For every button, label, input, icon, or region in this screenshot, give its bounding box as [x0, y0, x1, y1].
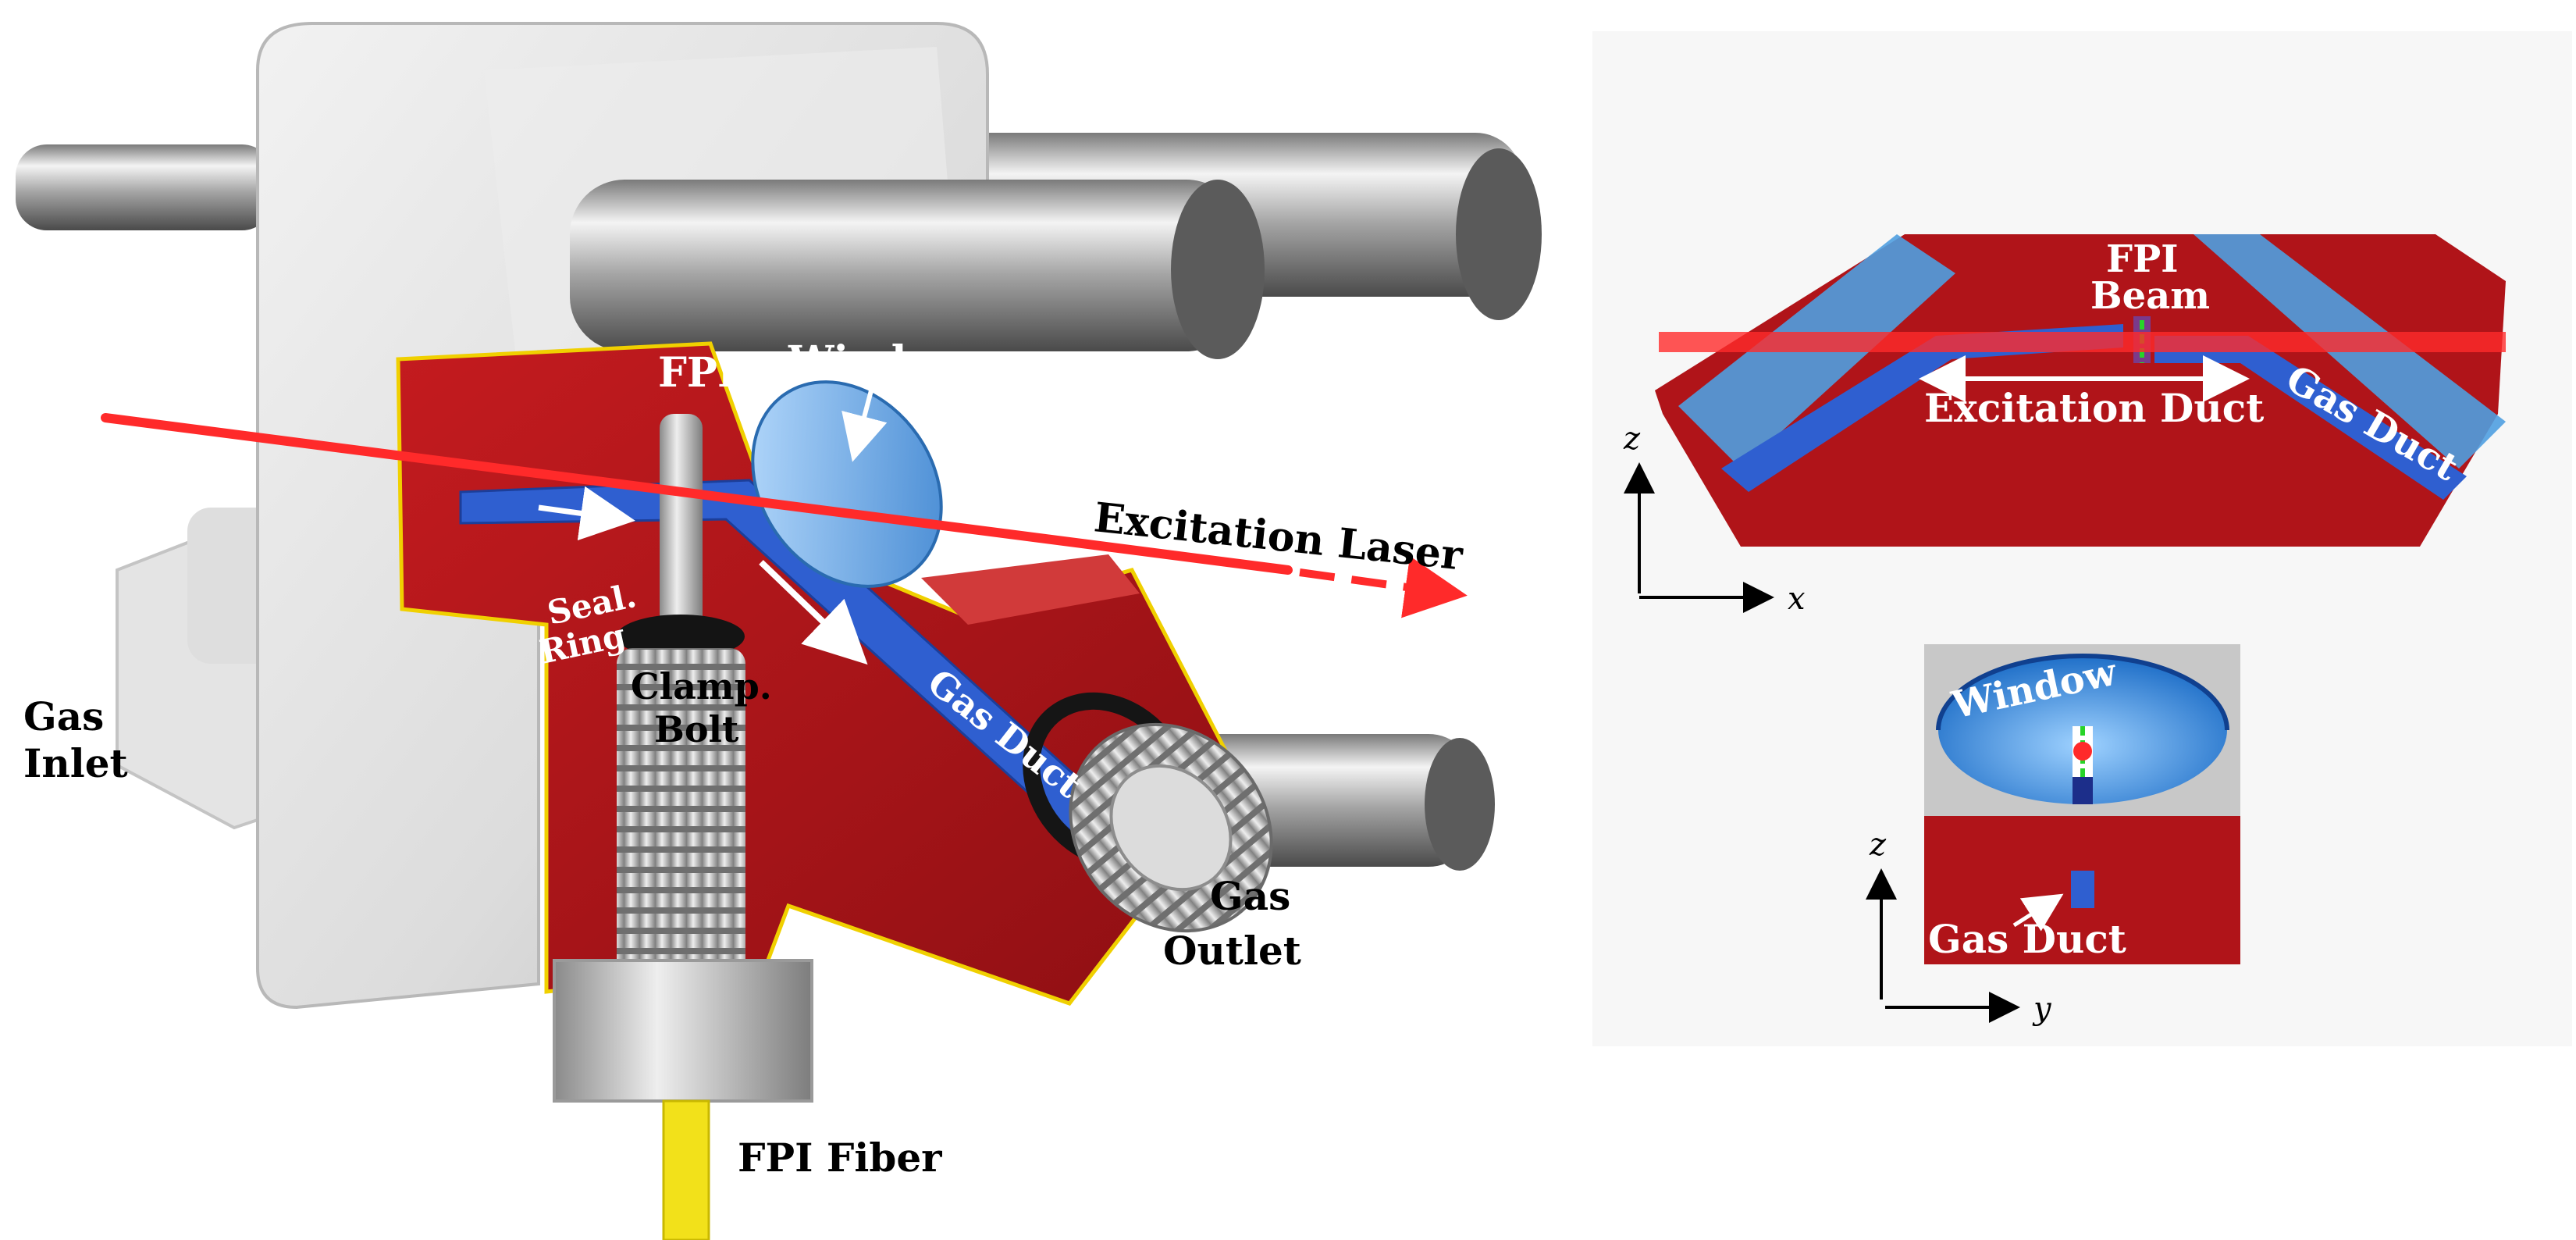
top-view-laser [1659, 332, 2506, 352]
label-gas-inlet-1: Gas [23, 693, 104, 739]
side-view-gas-duct [2071, 871, 2094, 908]
label-window: Window [788, 337, 970, 385]
clamp-bolt [617, 648, 745, 976]
label-clamp-bolt-1: Clamp. [631, 665, 772, 707]
side-view-window-rim [1936, 654, 2229, 731]
rod-back-left [16, 144, 273, 230]
label-gas-inlet-2: Inlet [23, 740, 128, 786]
hex-nut [553, 959, 813, 1103]
excitation-laser-beam [101, 413, 1293, 575]
bolt-seal-ring [617, 615, 745, 658]
rod-front-upper-end [1171, 180, 1265, 359]
rod-back-right-end [1456, 148, 1542, 320]
side-view-axis-z: z [1869, 827, 1887, 863]
side-view-section: Window Gas Duct z y [1866, 644, 2240, 1027]
cutaway-top-face [921, 554, 1140, 625]
side-view-axis-y: y [2032, 991, 2052, 1027]
top-view-label-excitation-duct: Excitation Duct [1924, 385, 2264, 431]
label-fpi: FPI [658, 349, 736, 397]
side-view-laser-spot [2073, 742, 2092, 761]
label-fpi-fiber: FPI Fiber [738, 1135, 942, 1181]
assembly-view: FPI Window Excitation Laser Seal. Ring C… [16, 22, 1542, 1240]
side-view-fpi-duct [2073, 777, 2093, 804]
label-gas-outlet-1: Gas [1210, 873, 1290, 919]
fpi-probe [660, 414, 703, 632]
gas-outlet-bore [1109, 764, 1233, 892]
top-view-label-fpi-1: FPI [2106, 237, 2179, 281]
fpi-fiber-cable [662, 1099, 710, 1240]
top-view-right-duct [2154, 336, 2467, 500]
top-view-axis-x: x [1788, 581, 1806, 617]
label-clamp-bolt-2: Bolt [654, 708, 739, 750]
rod-front-upper [570, 180, 1241, 351]
top-view-axis-z: z [1623, 421, 1641, 457]
label-gas-outlet-2: Outlet [1163, 928, 1301, 974]
top-view-label-fpi-2: Beam [2090, 274, 2210, 318]
flow-arrow-inlet [538, 486, 635, 541]
window-pointer-arrow [841, 378, 888, 462]
side-view-gas-duct-arrow [2012, 893, 2064, 932]
top-view-section: FPI Beam Excitation Duct Gas Duct z x [1623, 234, 2506, 617]
rod-front-lower-end [1425, 738, 1495, 871]
excitation-laser-dashed [1299, 556, 1468, 618]
flow-arrow-duct [759, 560, 868, 665]
side-view-label-gas-duct: Gas Duct [1928, 916, 2126, 962]
window-optic [751, 380, 943, 588]
